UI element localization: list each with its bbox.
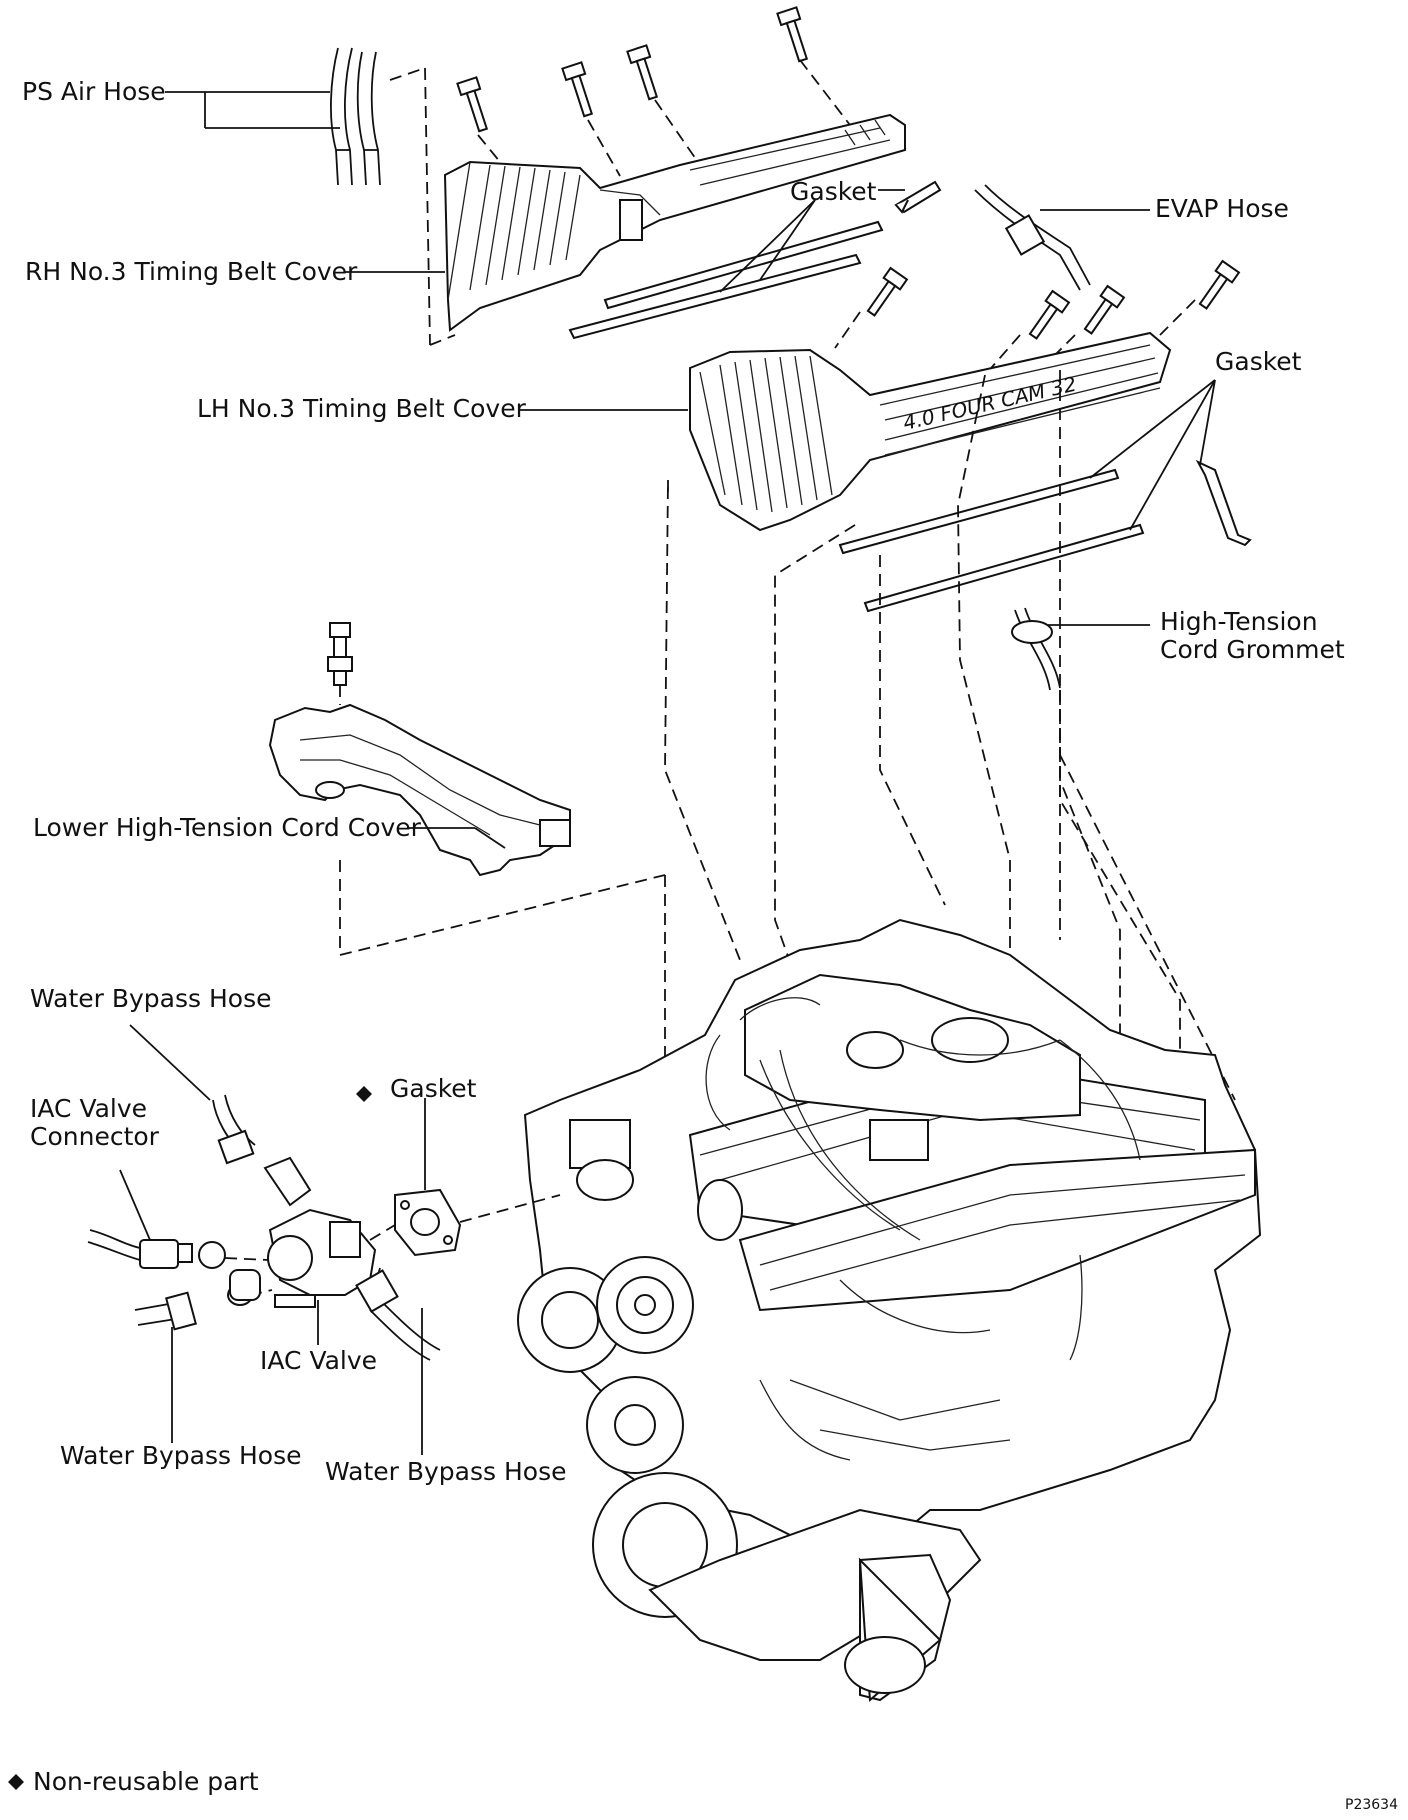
label-iac-valve-connector-line2: Connector: [30, 1122, 159, 1151]
iac-valve-connector-drawing: [87, 1229, 226, 1269]
legend-text: Non-reusable part: [33, 1767, 259, 1796]
ps-air-hose-drawing: [330, 47, 381, 186]
water-bypass-hose-top-leader: [129, 1024, 211, 1101]
gasket-iac-drawing: [394, 1188, 462, 1257]
rh-cover-dashed-bracket: [389, 67, 456, 346]
label-water-bypass-hose-left: Water Bypass Hose: [60, 1441, 302, 1470]
label-water-bypass-hose-right: Water Bypass Hose: [325, 1457, 567, 1486]
lh-timing-belt-cover: 4.0 FOUR CAM 32: [689, 331, 1172, 532]
lower-ht-cord-cover-leader: [408, 827, 506, 849]
gasket-top-leader: [719, 189, 905, 293]
water-bypass-hose-top-drawing: [212, 1094, 312, 1207]
non-reusable-mark-legend: [8, 1774, 24, 1790]
bolts-middle: [866, 259, 1241, 340]
label-iac-valve: IAC Valve: [260, 1346, 378, 1375]
label-evap-hose: EVAP Hose: [1155, 194, 1289, 223]
label-water-bypass-hose-top: Water Bypass Hose: [30, 984, 272, 1013]
label-ht-cord-grommet-line1: High-Tension: [1160, 607, 1318, 636]
label-rh-timing-belt-cover: RH No.3 Timing Belt Cover: [25, 257, 358, 286]
ps-air-hose-leader: [165, 91, 340, 129]
water-bypass-hose-right-drawing: [355, 1269, 441, 1361]
engine-guide-lines: [664, 370, 1236, 1140]
lh-cover-gaskets: [838, 459, 1252, 613]
rh-cover-gaskets: [568, 180, 942, 340]
label-iac-valve-connector-line1: IAC Valve: [30, 1094, 148, 1123]
bolt-guide-lines-top: [477, 59, 851, 177]
gasket-right-leader: [1089, 379, 1216, 531]
label-lower-ht-cord-cover: Lower High-Tension Cord Cover: [33, 813, 421, 842]
label-ps-air-hose: PS Air Hose: [22, 77, 166, 106]
engine-assembly: [517, 918, 1262, 1703]
non-reusable-mark-gasket: [356, 1086, 372, 1102]
evap-hose-drawing: [974, 184, 1091, 291]
figure-code: P23634: [1345, 1797, 1398, 1813]
label-lh-timing-belt-cover: LH No.3 Timing Belt Cover: [197, 394, 526, 423]
lower-ht-cord-cover: [268, 703, 571, 877]
lower-ht-cord-cover-bolt: [327, 622, 353, 686]
water-bypass-hose-left-drawing: [134, 1269, 261, 1331]
label-ht-cord-grommet-line2: Cord Grommet: [1160, 635, 1345, 664]
bolts-top: [456, 6, 809, 133]
iac-valve-connector-leader: [119, 1169, 151, 1241]
ht-cord-grommet-drawing: [1011, 607, 1061, 940]
label-gasket-right: Gasket: [1215, 347, 1302, 376]
rh-timing-belt-cover: [443, 113, 906, 332]
label-gasket-iac: Gasket: [390, 1074, 477, 1103]
label-gasket-top: Gasket: [790, 177, 877, 206]
